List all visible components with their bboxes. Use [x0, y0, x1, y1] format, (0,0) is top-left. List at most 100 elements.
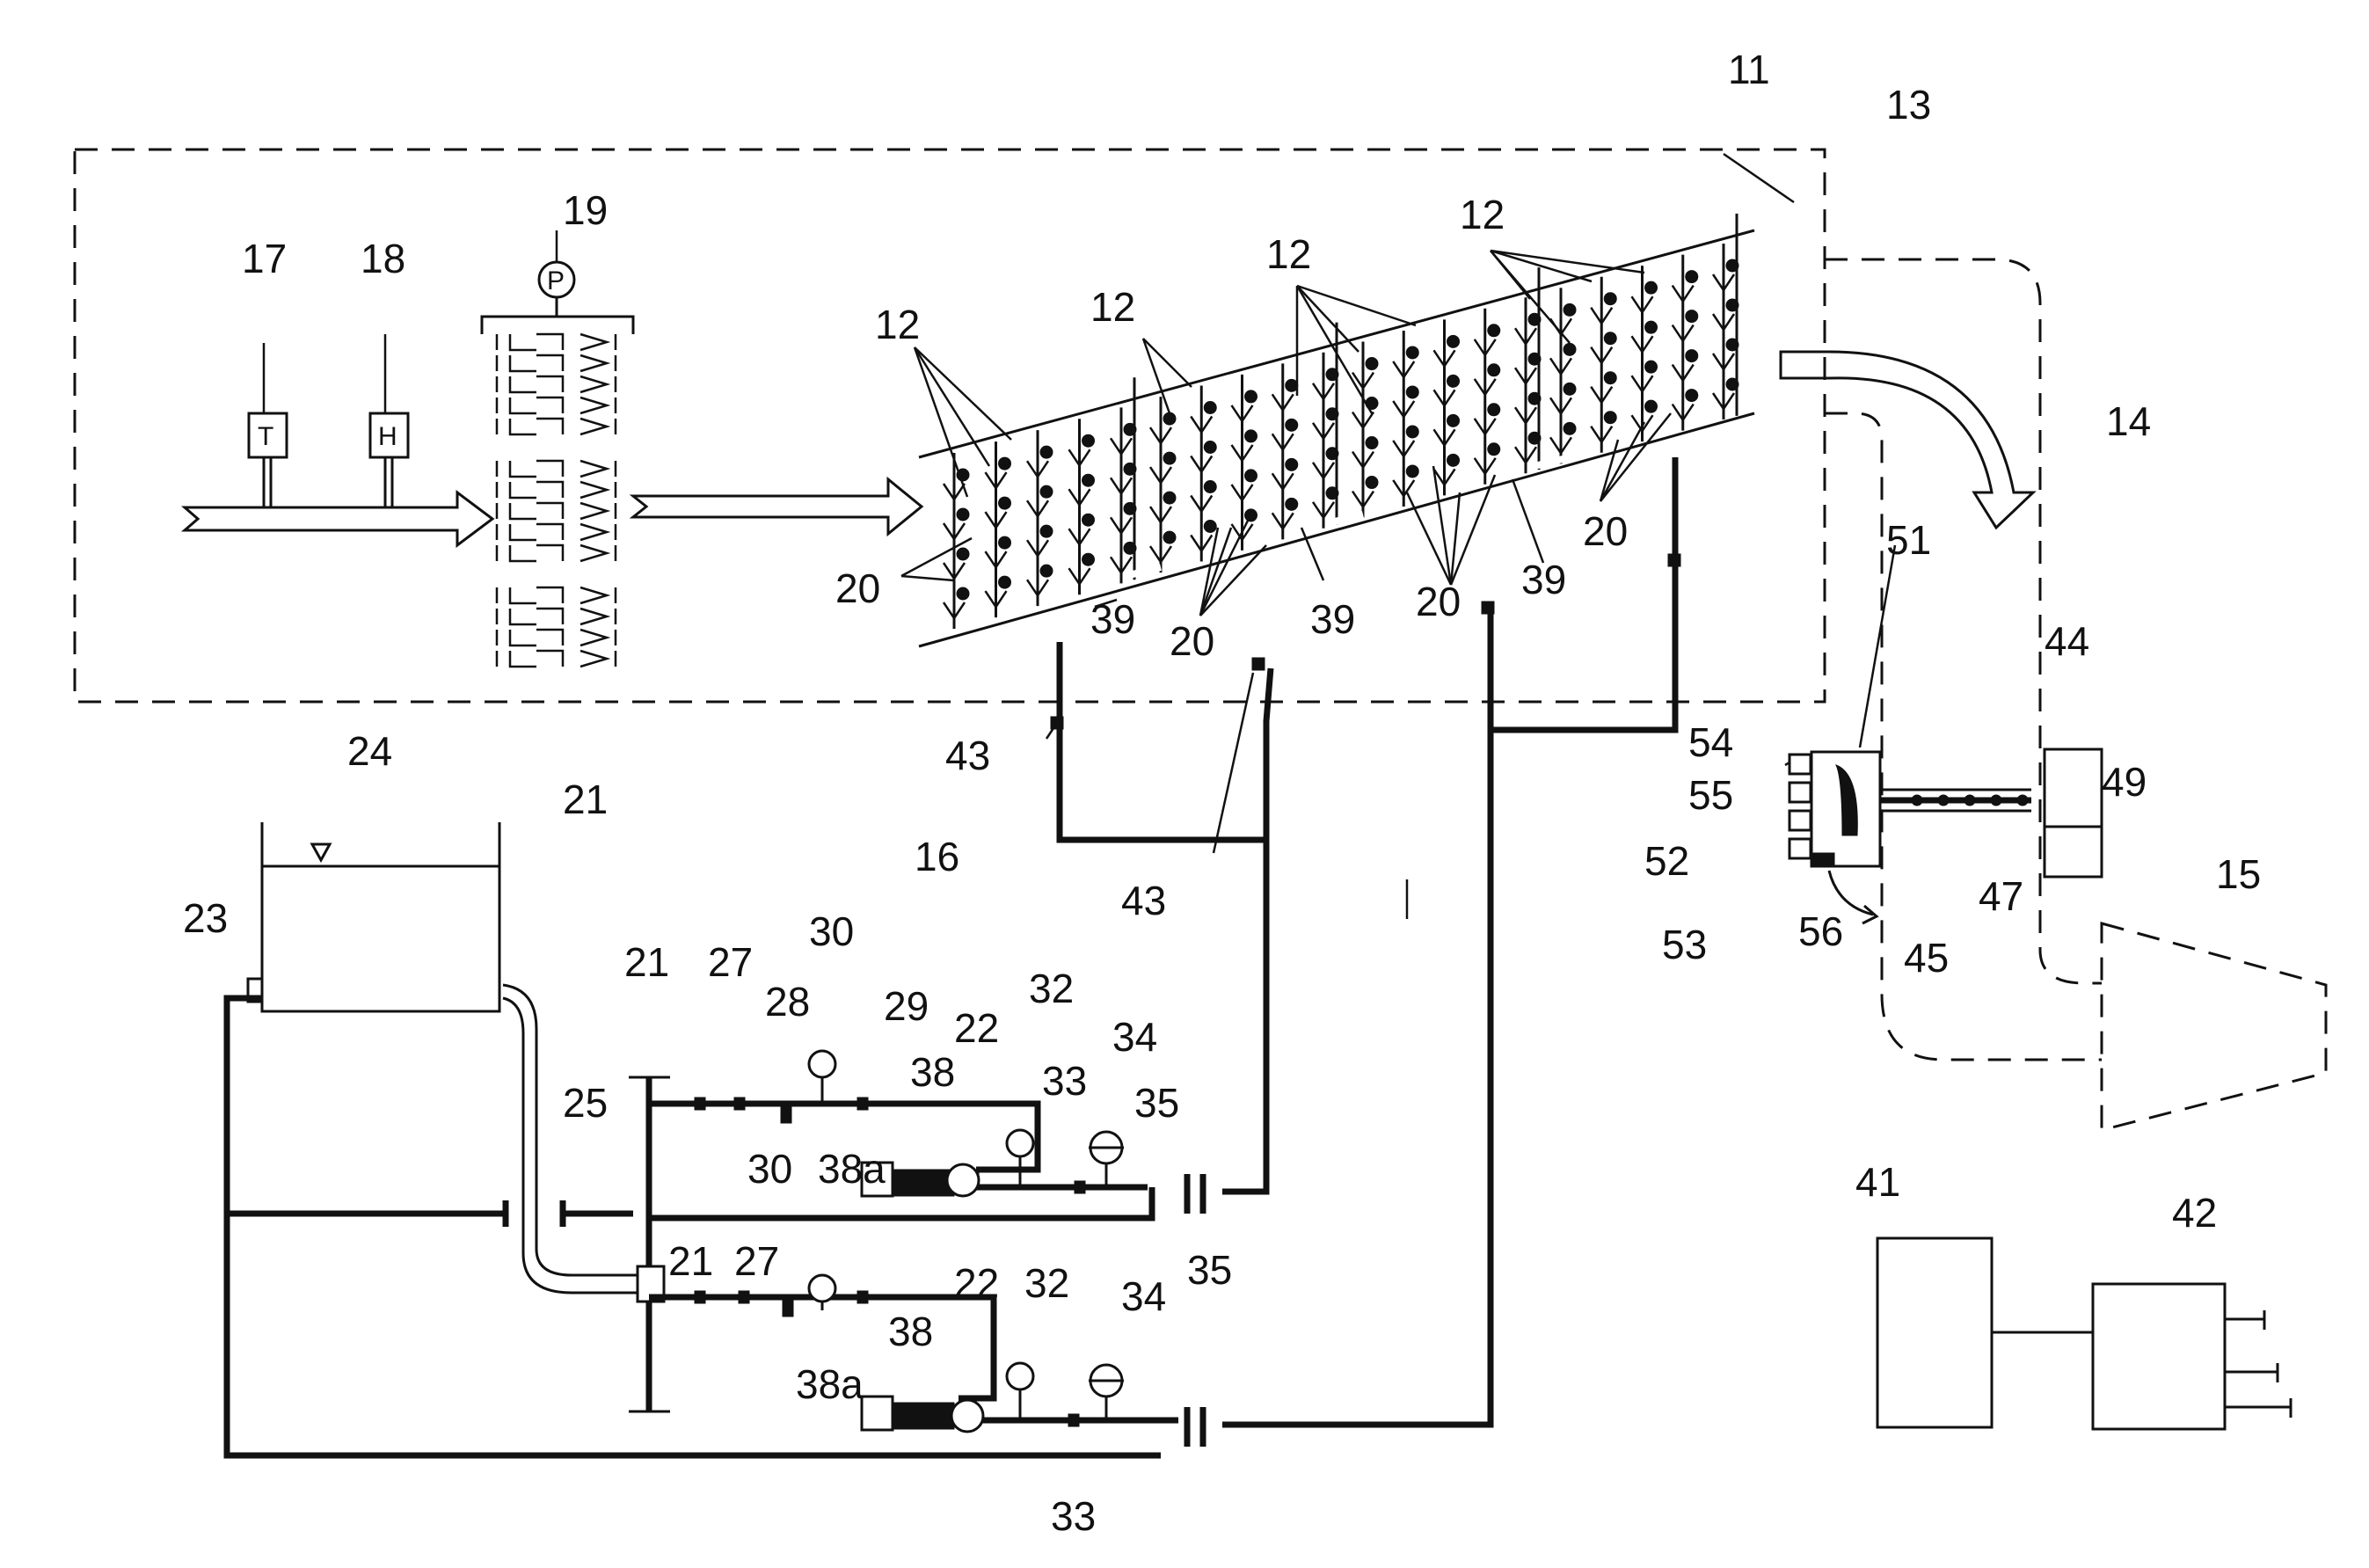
enclosure-11 — [73, 148, 1826, 704]
label-30a: 30 — [809, 908, 854, 954]
label-38b: 38 — [888, 1309, 933, 1354]
motor-38 — [892, 1169, 955, 1197]
fitting-21a — [694, 1097, 706, 1111]
pump-22-b — [950, 1398, 985, 1433]
temperature-sensor-17 — [247, 412, 288, 459]
fitting-29 — [856, 1097, 869, 1111]
fitting-27b — [738, 1290, 750, 1304]
label-52: 52 — [1644, 838, 1689, 884]
label-47: 47 — [1979, 873, 2023, 919]
reference-labels: 11 13 14 15 16 17 18 19 12 12 12 12 20 2… — [183, 47, 2261, 1539]
label-34b: 34 — [1121, 1273, 1166, 1319]
controller-42 — [2091, 1282, 2227, 1431]
mid-arrow — [629, 476, 924, 537]
label-22b: 22 — [954, 1260, 999, 1306]
supply-pipe-d — [1491, 457, 1679, 733]
label-23: 23 — [183, 895, 228, 941]
label-41: 41 — [1855, 1159, 1900, 1205]
gauge-32b — [1005, 1361, 1035, 1391]
humidity-sensor-18 — [368, 412, 410, 459]
drain-arrow-56 — [1827, 870, 1874, 916]
label-38a-b: 38a — [796, 1361, 864, 1407]
label-13: 13 — [1886, 82, 1931, 128]
feed-hose — [502, 983, 638, 1277]
label-16: 16 — [915, 834, 959, 879]
pressure-gauge-bracket — [480, 315, 635, 334]
fitting-28 — [780, 1103, 792, 1124]
label-20a: 20 — [835, 565, 880, 611]
label-14: 14 — [2106, 398, 2151, 444]
label-27b: 27 — [734, 1238, 779, 1284]
label-35b: 35 — [1187, 1247, 1232, 1293]
label-55: 55 — [1688, 772, 1733, 818]
separator-vane — [1835, 764, 1858, 836]
label-39b: 39 — [1310, 596, 1355, 642]
temperature-symbol: T — [258, 422, 273, 451]
label-34a: 34 — [1112, 1014, 1157, 1060]
fitting-27a — [733, 1097, 746, 1111]
label-20d: 20 — [1583, 508, 1628, 554]
fitting-33b — [1068, 1413, 1080, 1427]
label-43b: 43 — [1121, 878, 1166, 923]
feed-hose-2 — [502, 996, 638, 1295]
label-21a: 21 — [563, 777, 608, 822]
label-33a: 33 — [1042, 1058, 1087, 1104]
fitting-28b — [782, 1296, 794, 1317]
label-51: 51 — [1886, 517, 1931, 563]
filter-bank — [495, 332, 617, 668]
label-12a: 12 — [875, 302, 920, 347]
label-20b: 20 — [1170, 618, 1214, 664]
label-11: 11 — [1728, 47, 1770, 92]
fitting-21b — [694, 1290, 706, 1304]
label-15: 15 — [2216, 851, 2261, 897]
pump-train-1-suction — [649, 1100, 1041, 1173]
label-54: 54 — [1688, 719, 1733, 765]
gauge-30b — [807, 1273, 837, 1303]
label-28: 28 — [765, 979, 810, 1025]
drain-56 — [1811, 852, 1835, 868]
fitting-29b — [856, 1290, 869, 1304]
label-38a-a: 38a — [818, 1146, 886, 1192]
drain-loop — [223, 995, 1161, 1459]
sensor-54 — [1788, 753, 1812, 776]
label-45: 45 — [1904, 935, 1949, 981]
label-12b: 12 — [1090, 284, 1135, 330]
media-panels — [918, 213, 1755, 648]
label-19: 19 — [563, 187, 608, 233]
probe-dots-47 — [1911, 794, 2029, 806]
label-20c: 20 — [1416, 579, 1461, 624]
analyzer-49 — [2043, 748, 2103, 879]
sensor-53 — [1788, 837, 1812, 860]
humidity-symbol: H — [378, 422, 397, 451]
label-32a: 32 — [1029, 966, 1074, 1011]
leader-lines — [262, 152, 1897, 919]
water-level-24 — [310, 842, 332, 864]
motor-38a — [860, 1161, 894, 1198]
supply-pipe-c — [1222, 607, 1494, 1428]
gauge-32a — [1005, 1128, 1035, 1158]
label-35a: 35 — [1134, 1080, 1179, 1126]
label-49: 49 — [2102, 759, 2147, 805]
label-39c: 39 — [1521, 557, 1566, 602]
valve-c — [1481, 601, 1495, 615]
compressor-15 — [2100, 922, 2328, 1132]
pump-22 — [945, 1163, 980, 1198]
label-33b: 33 — [1051, 1493, 1096, 1539]
label-53: 53 — [1662, 922, 1707, 967]
supply-pipe-43b — [1222, 721, 1270, 1195]
fitting-33a — [1074, 1180, 1086, 1194]
label-30b: 30 — [747, 1146, 792, 1192]
label-21b: 21 — [624, 939, 669, 985]
label-44: 44 — [2045, 618, 2089, 664]
label-12d: 12 — [1460, 192, 1505, 237]
label-12c: 12 — [1266, 231, 1311, 277]
label-32b: 32 — [1024, 1260, 1069, 1306]
sensor-55 — [1788, 781, 1812, 804]
label-43a: 43 — [945, 733, 990, 778]
label-22a: 22 — [954, 1005, 999, 1051]
inlet-arrow — [180, 490, 495, 548]
label-27a: 27 — [708, 939, 753, 985]
label-25: 25 — [563, 1080, 608, 1126]
